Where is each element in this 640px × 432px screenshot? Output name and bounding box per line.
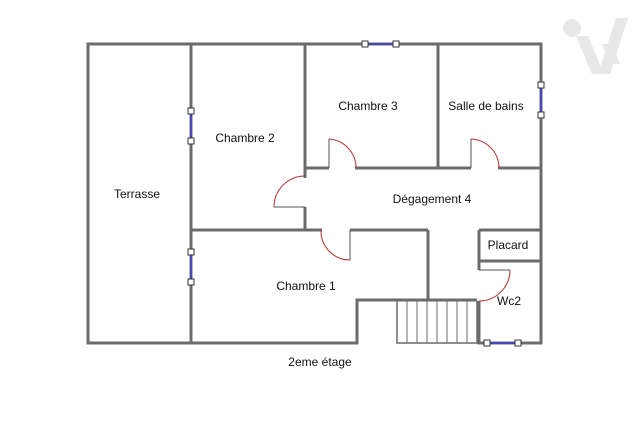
room-label-chambre-2: Chambre 2 [215, 131, 275, 145]
room-label-salle-de-bains: Salle de bains [448, 99, 524, 113]
windows [187, 40, 545, 347]
room-label-degagement-4: Dégagement 4 [392, 192, 472, 206]
room-label-chambre-1: Chambre 1 [276, 279, 336, 293]
room-label-chambre-3: Chambre 3 [338, 99, 398, 113]
room-label-terrasse: Terrasse [113, 187, 161, 201]
floor-caption: 2eme étage [288, 355, 352, 369]
doors [273, 138, 511, 302]
staircase [396, 299, 478, 344]
room-label-wc2: Wc2 [497, 294, 521, 308]
brand-watermark-logo-icon [563, 18, 628, 74]
room-label-placard: Placard [487, 238, 529, 252]
